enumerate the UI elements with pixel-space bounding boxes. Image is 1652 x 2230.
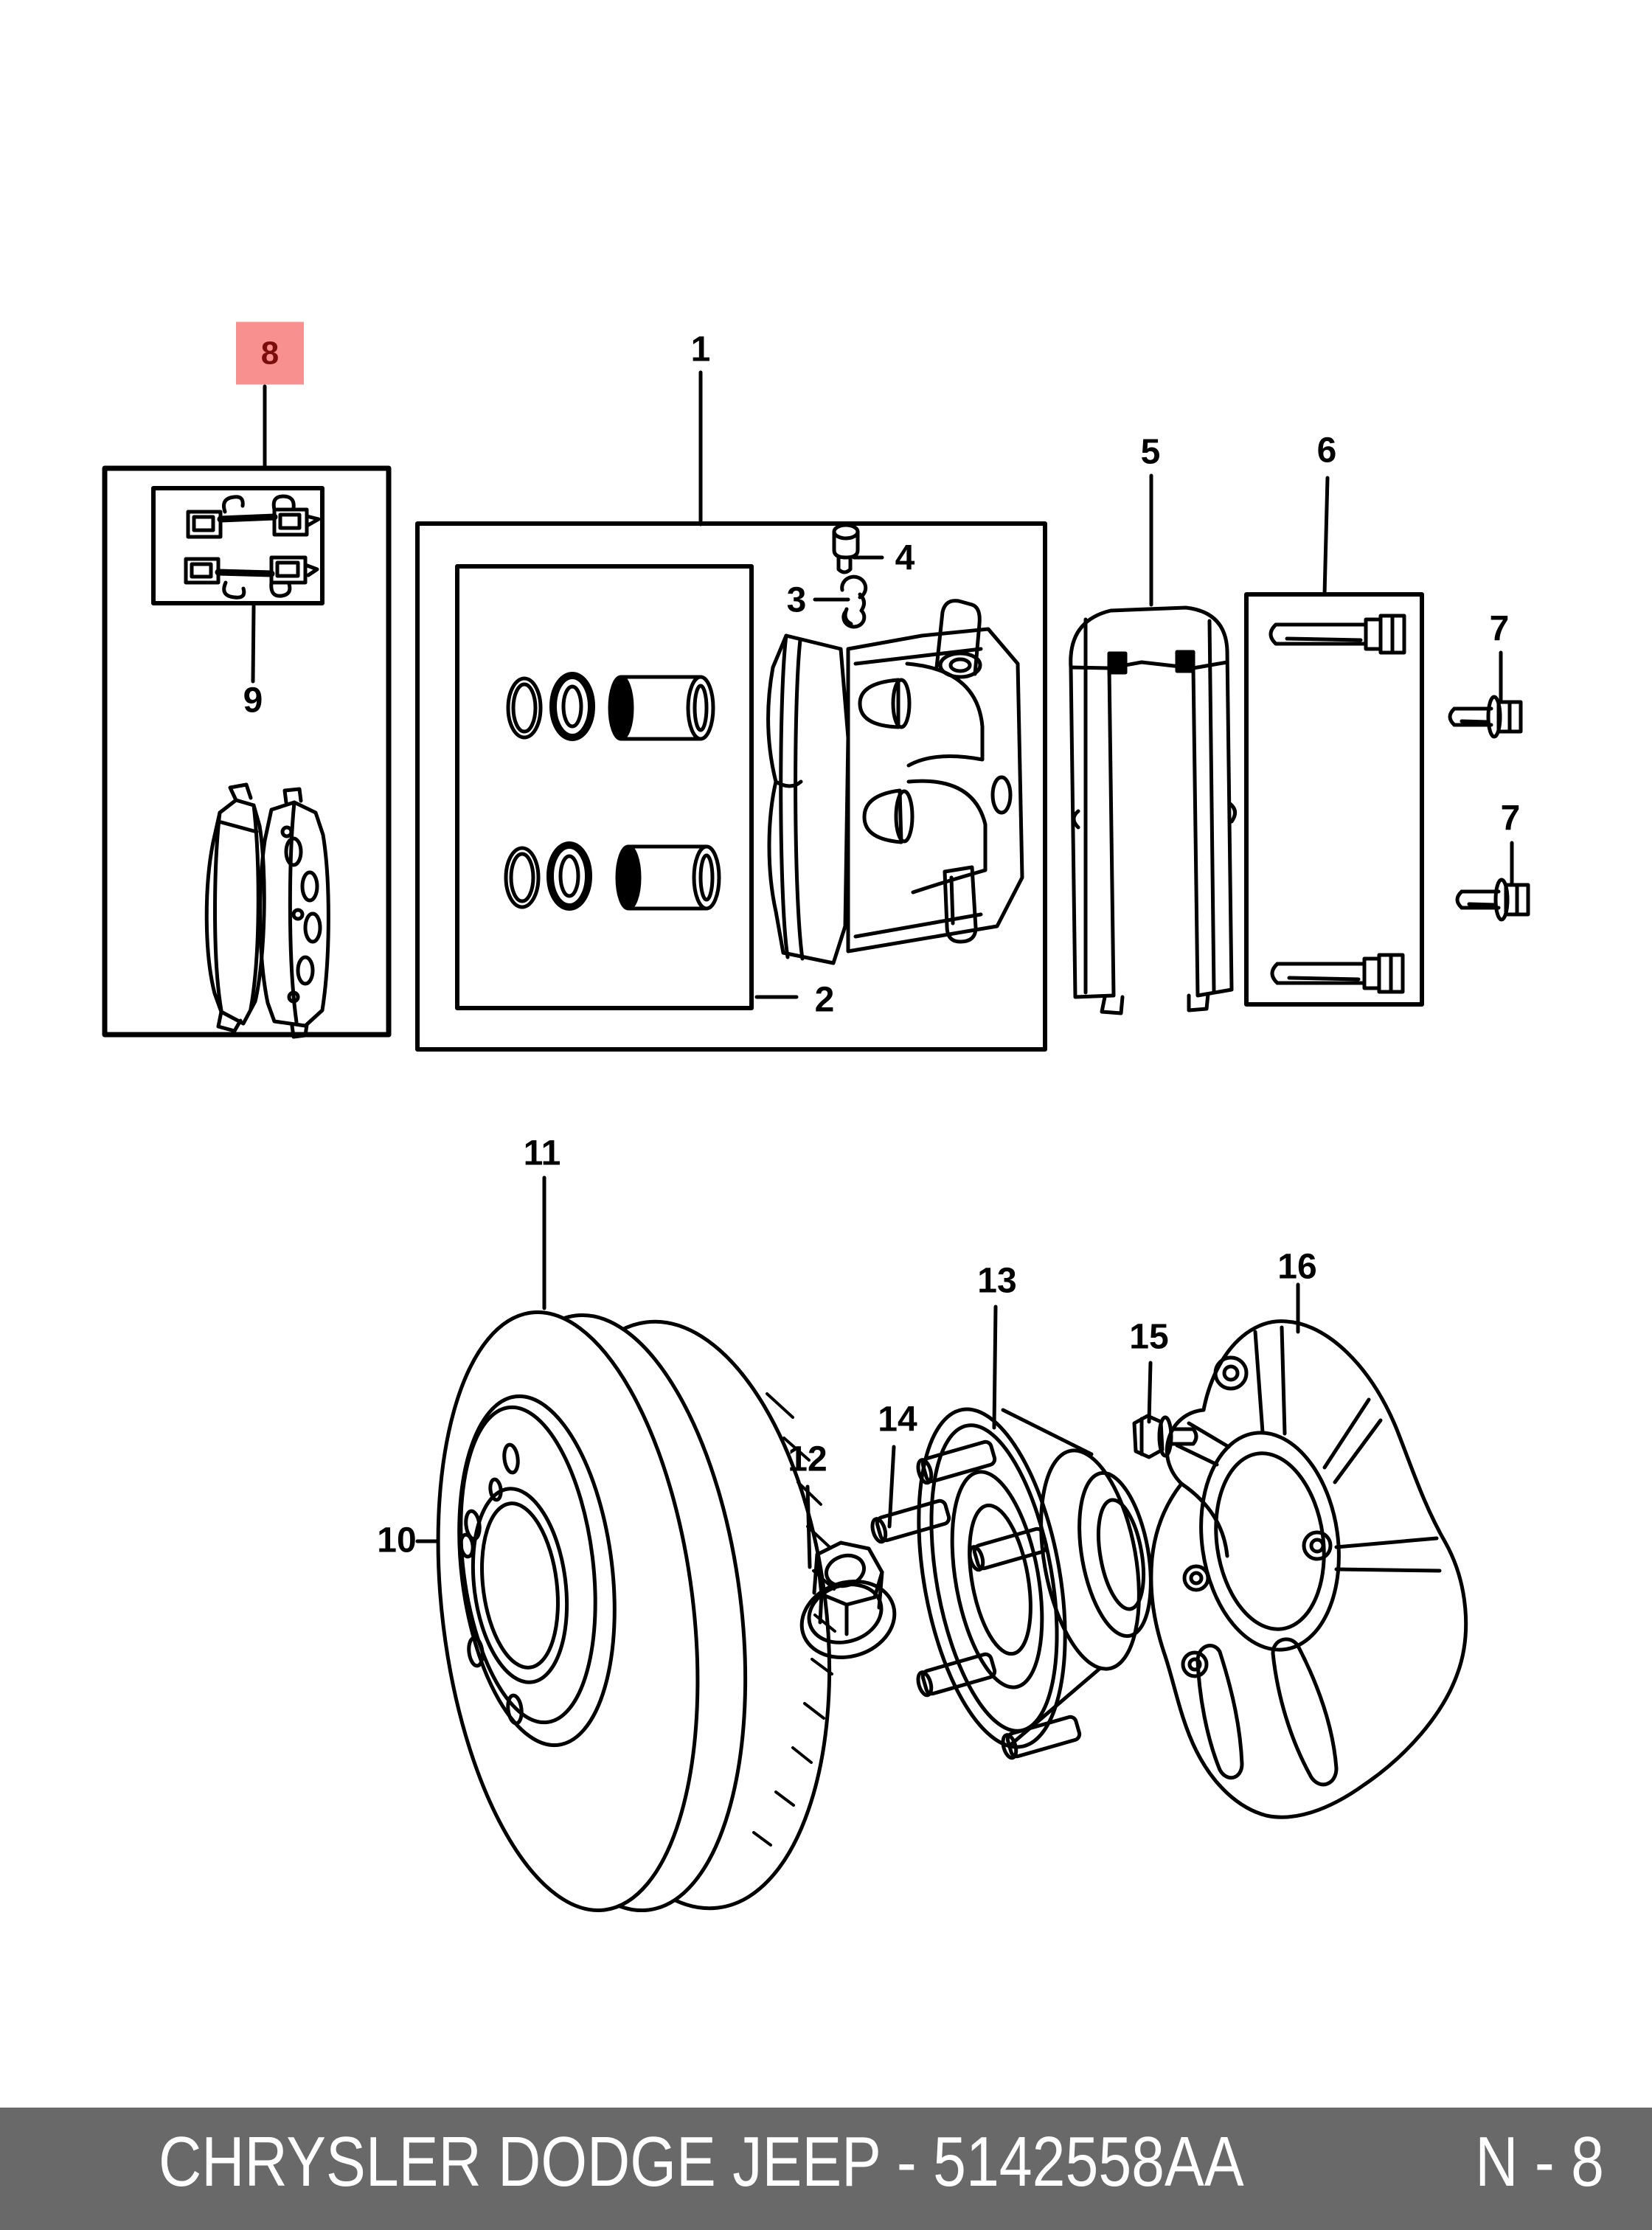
- callout-2: 2: [814, 980, 835, 1020]
- caliper-kit-box: [415, 521, 1047, 1052]
- callout-5: 5: [1140, 432, 1161, 472]
- callout-7: 7: [1489, 609, 1510, 649]
- callout-9: 9: [243, 681, 263, 720]
- footer-page-ref: N - 8: [1475, 2122, 1604, 2201]
- callout-4: 4: [895, 538, 915, 578]
- callout-7: 7: [1500, 799, 1521, 838]
- callout-8-highlighted: 8: [236, 322, 304, 385]
- caliper-adapter-bracket: [1069, 605, 1237, 1015]
- callout-1: 1: [690, 330, 711, 369]
- rotor-small-hole: [459, 1532, 475, 1559]
- hub-nut: [799, 1540, 897, 1660]
- wheel-studs: [870, 1439, 1082, 1760]
- leader-15: [1147, 1361, 1153, 1424]
- hub-and-bearing: [870, 1407, 1153, 1760]
- brake-rotor: [436, 1310, 836, 1913]
- leader-6: [1322, 476, 1330, 597]
- callout-16: 16: [1277, 1247, 1317, 1287]
- piston-seal-kit: [504, 672, 721, 911]
- footer-bar: CHRYSLER DODGE JEEP - 5142558AA N - 8: [0, 2108, 1652, 2230]
- pad-kit-box: [102, 465, 392, 1038]
- clip-kit-box: [151, 486, 324, 605]
- callout-13: 13: [977, 1261, 1017, 1301]
- splash-shield: [1149, 1319, 1468, 1819]
- leader-9: [251, 604, 256, 684]
- callout-6: 6: [1316, 431, 1337, 470]
- callout-3: 3: [786, 580, 807, 620]
- shield-bolt: [1132, 1414, 1198, 1459]
- callout-12: 12: [788, 1439, 827, 1479]
- callout-10: 10: [377, 1521, 417, 1560]
- pad-retainer-clips: [184, 494, 321, 600]
- guide-pins: [1268, 614, 1406, 994]
- footer-brand-part: CHRYSLER DODGE JEEP - 5142558AA: [159, 2122, 1244, 2201]
- seal-kit-box: [455, 564, 754, 1010]
- brake-caliper: [766, 599, 1024, 965]
- callout-11: 11: [523, 1133, 561, 1173]
- guide-pin-kit-box: [1244, 592, 1424, 1007]
- callout-15: 15: [1129, 1317, 1169, 1357]
- callout-14: 14: [878, 1400, 917, 1439]
- brake-line-fitting: [840, 574, 868, 629]
- bleeder-screw: [832, 523, 860, 574]
- adapter-bolts: [1448, 695, 1530, 922]
- brake-pads: [204, 782, 330, 1039]
- leader-13: [992, 1305, 998, 1430]
